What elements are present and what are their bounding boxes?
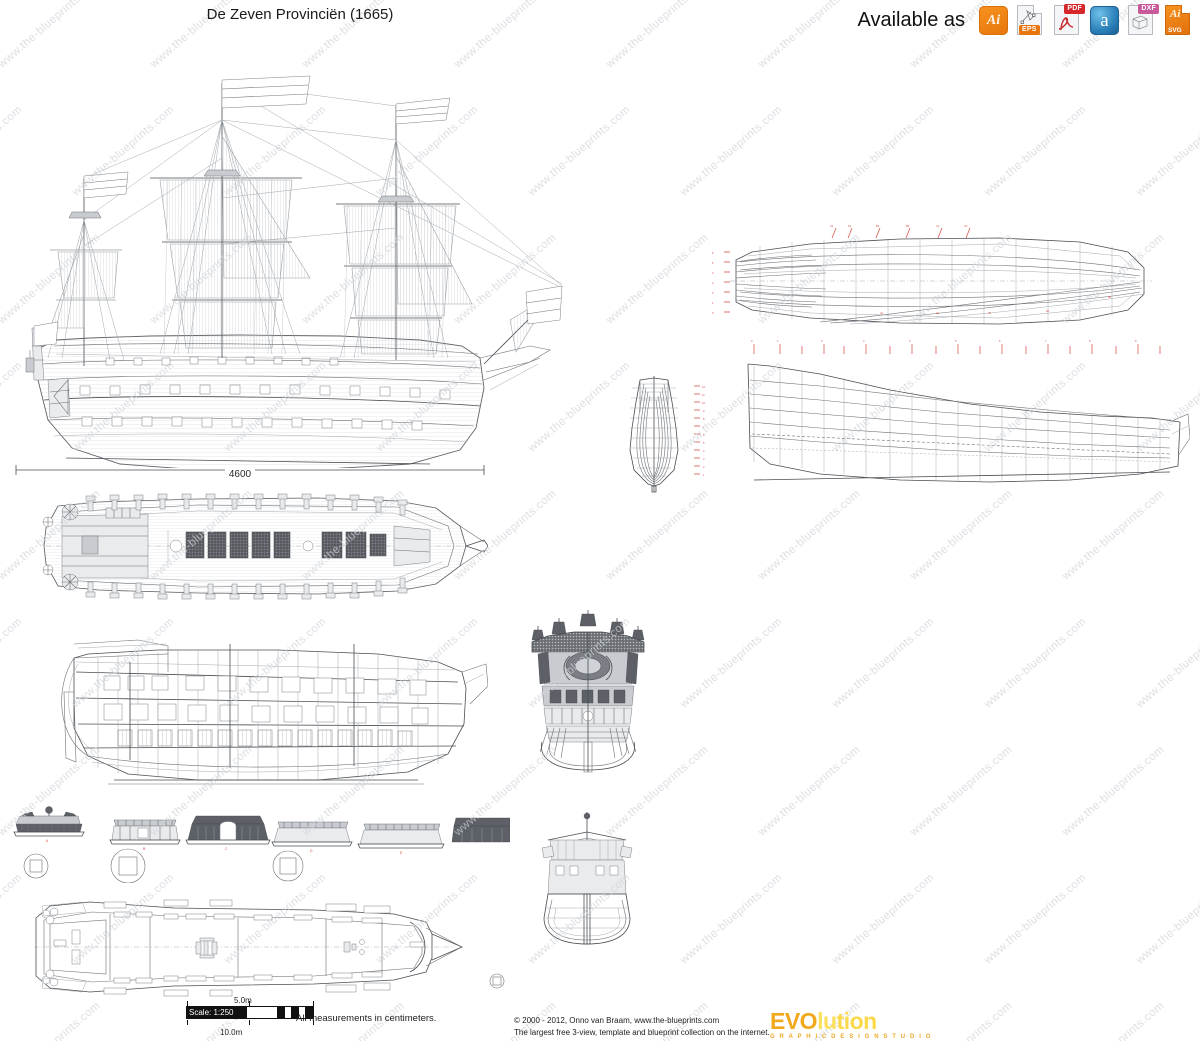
svg-text:8: 8: [703, 417, 705, 421]
scale-bar: 5.0m Scale: 1:250 10.0m: [186, 996, 314, 1037]
svg-text:4: 4: [909, 339, 911, 343]
svg-text:4: 4: [712, 271, 714, 275]
eps-ribbon-label: EPS: [1019, 25, 1040, 35]
a-icon-label: a: [1100, 10, 1109, 31]
svg-text:0: 0: [751, 339, 753, 343]
view-deck-plan: [18, 492, 488, 602]
view-railing-details: A B C: [10, 798, 510, 883]
copyright-line-2: The largest free 3-view, template and bl…: [514, 1027, 770, 1037]
evolution-tagline: G R A P H I C D E S I G N S T U D I O: [770, 1034, 932, 1040]
svg-text:0: 0: [712, 311, 714, 315]
svg-text:3: 3: [712, 281, 714, 285]
view-hold-plan: [14, 892, 505, 1004]
svg-ribbon-label: SVG: [1168, 27, 1182, 34]
svg-text:2: 2: [712, 291, 714, 295]
svg-text:d3: d3: [988, 311, 991, 315]
svg-text:9: 9: [1135, 339, 1137, 343]
view-bow: [528, 808, 646, 946]
scale-bar-graphic: Scale: 1:250: [186, 1001, 314, 1025]
svg-text:11: 11: [702, 393, 705, 397]
svg-text:D: D: [310, 849, 313, 853]
svg-text:6: 6: [712, 251, 714, 255]
svg-ai-mark: Ai: [1170, 8, 1181, 20]
svg-text:d1: d1: [880, 311, 883, 315]
copyright-line-1: © 2000 - 2012, Onno van Braam, www.the-b…: [514, 1016, 720, 1025]
svg-text:d2: d2: [936, 311, 939, 315]
measurement-note: All measurements in centimeters.: [296, 1013, 437, 1024]
view-sail-plan: [10, 28, 570, 468]
svg-text:1: 1: [703, 473, 705, 477]
svg-text:10: 10: [702, 401, 705, 405]
view-hull-profile-lines: 0 1 2 3 4 5 6 7 8 9: [740, 338, 1190, 498]
svg-text:3: 3: [863, 339, 865, 343]
svg-text:d4: d4: [1046, 309, 1049, 313]
svg-text:1: 1: [712, 301, 714, 305]
page-title: De Zeven Provinciën (1665): [206, 6, 394, 23]
dxf-file-icon[interactable]: DXF: [1127, 4, 1159, 36]
adobe-illustrator-icon[interactable]: Ai: [979, 4, 1009, 36]
scale-lower-label: 10.0m: [220, 1028, 243, 1037]
svg-text:d5: d5: [1108, 295, 1111, 299]
view-stern: [518, 608, 658, 773]
available-as-label: Available as: [857, 8, 965, 31]
svg-text:2: 2: [821, 339, 823, 343]
evolution-wordmark: EVOlution: [770, 1010, 950, 1033]
pdf-file-icon[interactable]: PDF: [1053, 4, 1085, 36]
svg-text:7: 7: [703, 425, 705, 429]
svg-text:E: E: [400, 851, 403, 855]
svg-file-icon[interactable]: Ai SVG: [1164, 4, 1194, 36]
svg-text:A2: A2: [848, 224, 852, 228]
format-icon-list: Ai EPS PDF: [979, 4, 1194, 36]
evo-part-3: tion: [836, 1008, 878, 1034]
svg-text:B2: B2: [906, 224, 910, 228]
dimension-label-overall: 4600: [0, 464, 480, 482]
dxf-ribbon-label: DXF: [1138, 4, 1159, 14]
svg-text:C2: C2: [964, 224, 968, 228]
evolution-logo: EVOlution G R A P H I C D E S I G N S T …: [770, 1010, 950, 1041]
scale-ratio-text: Scale: 1:250: [189, 1008, 234, 1017]
svg-text:5: 5: [955, 339, 957, 343]
dimension-value: 4600: [224, 469, 256, 480]
svg-text:C: C: [225, 847, 228, 851]
title-block: De Zeven Provinciën (1665): [0, 6, 600, 23]
eps-file-icon[interactable]: EPS: [1016, 4, 1046, 36]
pdf-ribbon-label: PDF: [1064, 4, 1085, 14]
svg-text:6: 6: [703, 433, 705, 437]
wireframe-cube-glyph: [1132, 15, 1148, 30]
available-formats-block: Available as Ai EPS: [858, 4, 1194, 36]
svg-text:3: 3: [703, 457, 705, 461]
svg-text:1: 1: [777, 339, 779, 343]
evo-part-2: lu: [817, 1008, 837, 1034]
svg-text:12: 12: [702, 385, 705, 389]
acrobat-glyph: [1058, 17, 1074, 31]
svg-text:7: 7: [1045, 339, 1047, 343]
evo-part-1: EVO: [770, 1008, 818, 1034]
svg-text:5: 5: [712, 261, 714, 265]
ai-icon-label: Ai: [986, 12, 1001, 28]
svg-text:4: 4: [703, 449, 705, 453]
view-hull-lines-plan: A1 A2 B1 B2 C1 C2 d1 d2 d3 d4 d5: [700, 222, 1180, 342]
acrobat-a-icon[interactable]: a: [1090, 4, 1120, 36]
svg-text:C1: C1: [936, 224, 940, 228]
svg-text:B1: B1: [876, 224, 880, 228]
svg-text:2: 2: [703, 465, 705, 469]
svg-text:5: 5: [703, 441, 705, 445]
svg-text:9: 9: [703, 409, 705, 413]
svg-text:8: 8: [1089, 339, 1091, 343]
eps-vector-glyph: [1020, 9, 1036, 24]
scale-upper-label: 5.0m: [234, 996, 252, 1005]
svg-text:B: B: [143, 847, 146, 851]
copyright-block: © 2000 - 2012, Onno van Braam, www.the-b…: [514, 1015, 770, 1038]
view-hull-section: [18, 628, 488, 788]
svg-text:A1: A1: [830, 224, 834, 228]
svg-text:A: A: [46, 839, 49, 843]
view-body-plan: 12 11 10 9 8 7 6 5 4 3 2 1: [594, 372, 714, 497]
svg-text:6: 6: [999, 339, 1001, 343]
